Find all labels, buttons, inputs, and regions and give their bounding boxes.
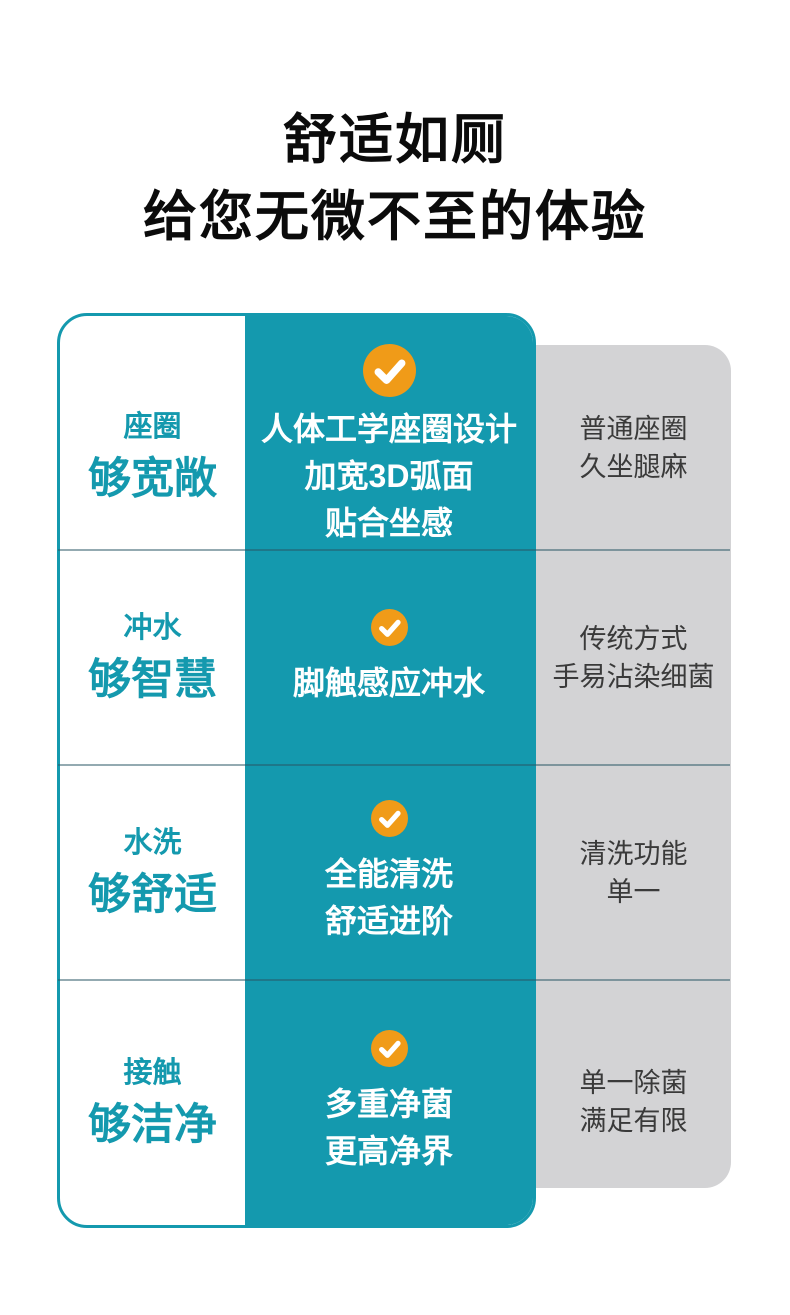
feature-cell-flush: 脚触感应冲水 <box>245 550 533 765</box>
feature-text: 人体工学座圈设计 加宽3D弧面 贴合坐感 <box>260 411 517 541</box>
check-icon <box>370 608 408 646</box>
feature-text: 多重净菌 更高净界 <box>324 1086 453 1169</box>
row-divider <box>58 549 730 551</box>
category-highlight: 够洁净 <box>88 1100 217 1149</box>
category-column: 座圈 够宽敞 冲水 够智慧 水洗 够舒适 接触 够洁净 <box>60 316 245 1225</box>
drawback-cell-contact: 单一除菌 满足有限 <box>536 980 731 1188</box>
drawback-text: 单一除菌 满足有限 <box>579 1068 688 1136</box>
category-cell-flush: 冲水 够智慧 <box>60 550 245 765</box>
page-title: 舒适如厕 给您无微不至的体验 <box>0 102 790 256</box>
drawback-cell-flush: 传统方式 手易沾染细菌 <box>536 550 731 765</box>
feature-column: 人体工学座圈设计 加宽3D弧面 贴合坐感 脚触感应冲水 全能清洗 舒适进阶 <box>245 316 533 1225</box>
category-label: 接触 <box>123 1056 182 1089</box>
category-cell-wash: 水洗 够舒适 <box>60 765 245 980</box>
row-divider <box>58 979 730 981</box>
check-icon <box>362 344 416 397</box>
category-label: 冲水 <box>123 611 182 644</box>
check-icon <box>370 800 408 837</box>
feature-cell-wash: 全能清洗 舒适进阶 <box>245 765 533 980</box>
feature-cell-contact: 多重净菌 更高净界 <box>245 980 533 1225</box>
row-divider <box>58 764 730 766</box>
feature-text: 脚触感应冲水 <box>292 664 485 701</box>
title-line-2: 给您无微不至的体验 <box>143 187 647 247</box>
category-highlight: 够宽敞 <box>88 455 217 503</box>
category-label: 水洗 <box>123 826 182 859</box>
check-icon <box>370 1030 408 1067</box>
feature-panel: 座圈 够宽敞 冲水 够智慧 水洗 够舒适 接触 够洁净 <box>57 313 536 1228</box>
category-cell-seat: 座圈 够宽敞 <box>60 316 245 550</box>
category-cell-contact: 接触 够洁净 <box>60 980 245 1225</box>
feature-cell-seat: 人体工学座圈设计 加宽3D弧面 贴合坐感 <box>245 316 533 550</box>
category-highlight: 够智慧 <box>88 655 217 704</box>
drawback-cell-wash: 清洗功能 单一 <box>536 765 731 980</box>
drawback-cell-seat: 普通座圈 久坐腿麻 <box>536 345 731 550</box>
drawback-column: 普通座圈 久坐腿麻 传统方式 手易沾染细菌 清洗功能 单一 单一除菌 满足有限 <box>536 345 731 1188</box>
drawback-text: 普通座圈 久坐腿麻 <box>579 413 688 482</box>
feature-text: 全能清洗 舒适进阶 <box>324 856 453 939</box>
title-line-1: 舒适如厕 <box>283 110 507 170</box>
drawback-text: 传统方式 手易沾染细菌 <box>552 623 715 692</box>
category-label: 座圈 <box>123 411 182 443</box>
category-highlight: 够舒适 <box>88 870 217 919</box>
drawback-text: 清洗功能 单一 <box>579 838 688 907</box>
